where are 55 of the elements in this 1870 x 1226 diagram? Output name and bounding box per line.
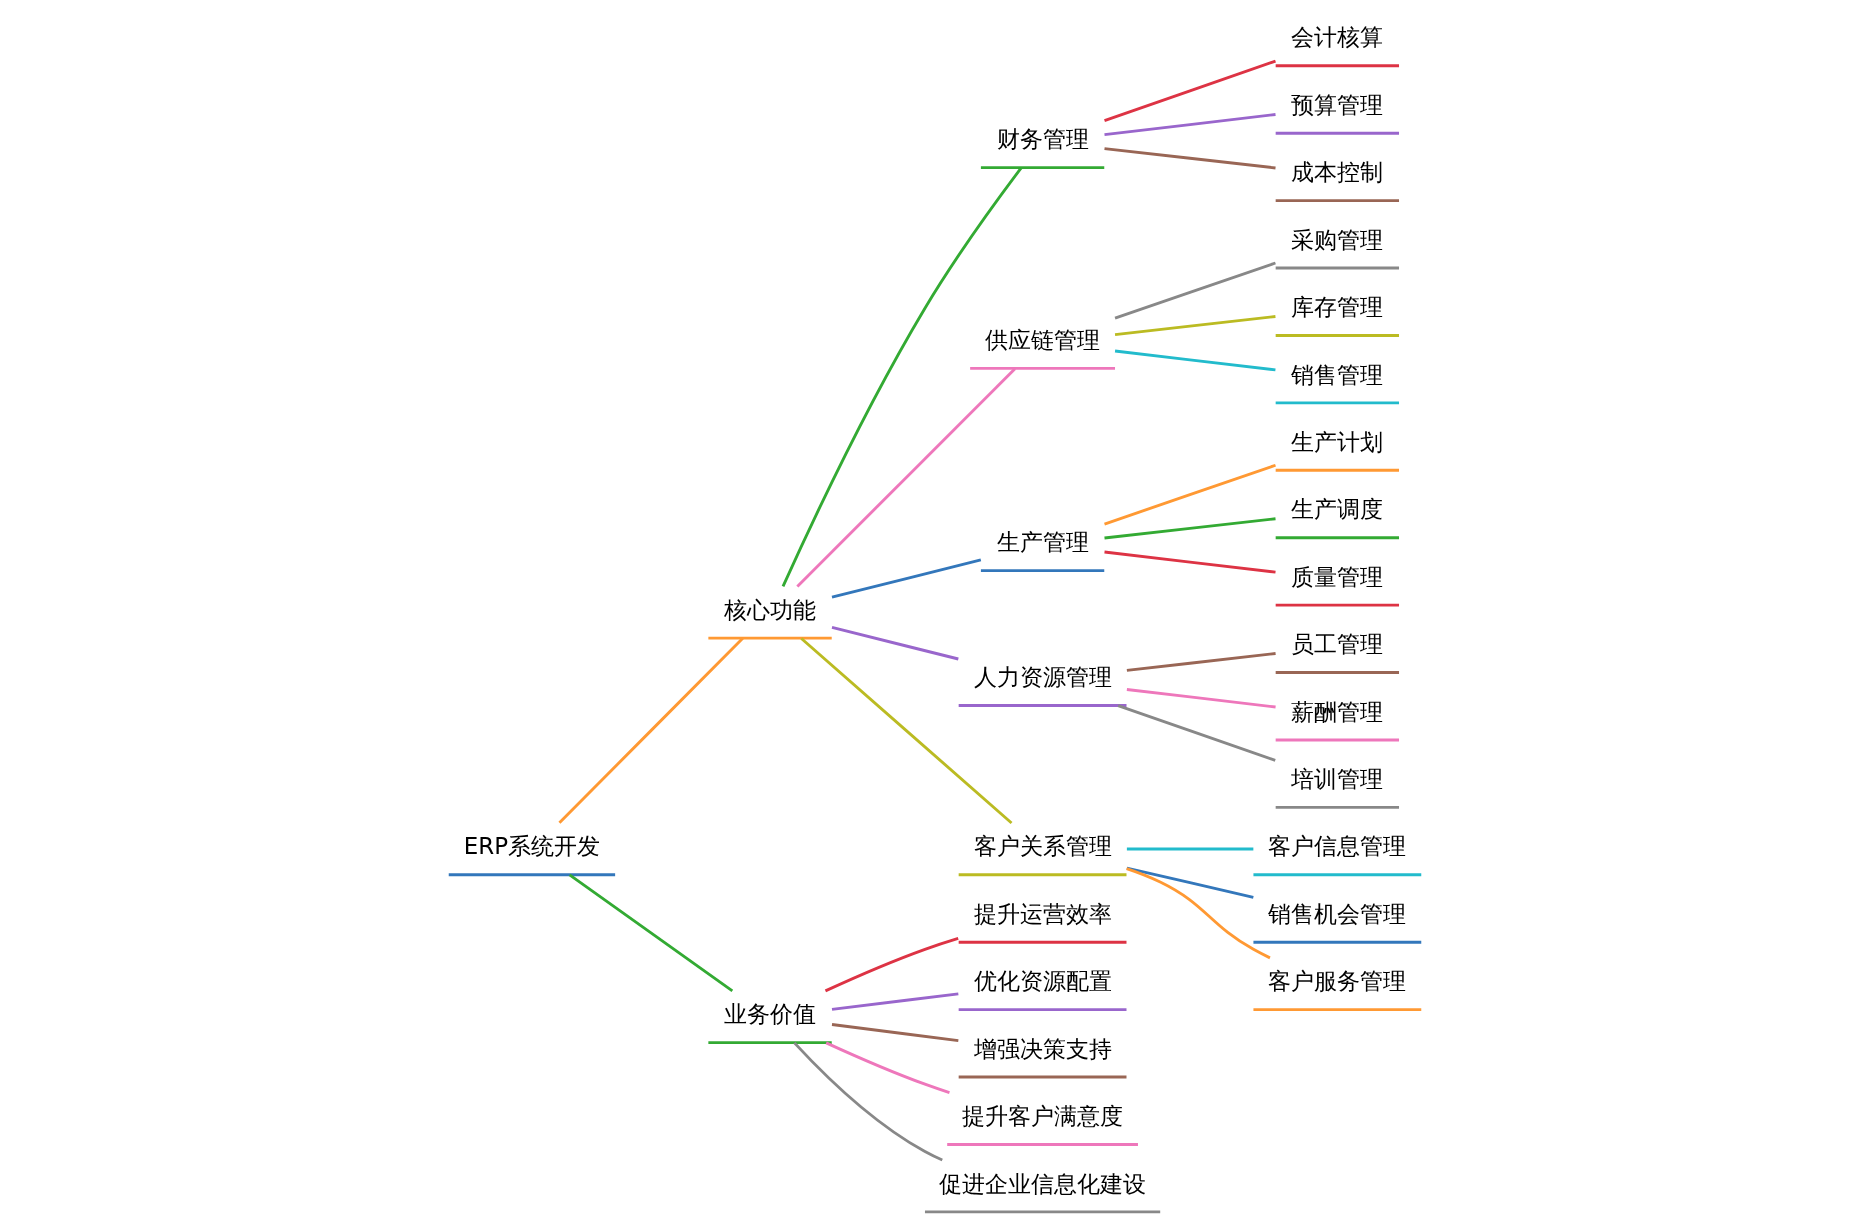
connector [1126, 652, 1276, 672]
node-text: 业务价值 [724, 1001, 817, 1028]
node-text: 核心功能 [724, 596, 817, 623]
connector [1117, 704, 1276, 762]
connector [831, 992, 959, 1011]
connector [1104, 550, 1276, 574]
node-text: 提升运营效率 [973, 900, 1112, 927]
connector [796, 367, 1016, 588]
node-text: 成本控制 [1291, 159, 1384, 186]
connector [793, 1041, 943, 1162]
node-text: 预算管理 [1291, 91, 1384, 118]
connector [825, 1041, 950, 1094]
node-text: 员工管理 [1291, 631, 1384, 658]
node-text: 采购管理 [1291, 226, 1384, 253]
node-text: 客户关系管理 [973, 833, 1112, 860]
node-text: 财务管理 [996, 126, 1089, 153]
connector [831, 626, 959, 661]
node-text: 客户服务管理 [1268, 968, 1407, 995]
node-text: 供应链管理 [985, 327, 1101, 354]
connector [1114, 315, 1276, 336]
node-text: 提升客户满意度 [962, 1103, 1124, 1130]
node-text: 销售管理 [1291, 361, 1384, 388]
connector [1104, 113, 1276, 137]
node-text: 促进企业信息化建设 [939, 1170, 1147, 1197]
connector [831, 1023, 959, 1043]
connector [568, 873, 734, 993]
node-text: 生产调度 [1291, 496, 1384, 523]
node-text: 生产管理 [996, 529, 1089, 556]
connector [1114, 261, 1276, 320]
connector [831, 558, 982, 599]
connector [1126, 867, 1271, 960]
node-text: 销售机会管理 [1268, 900, 1407, 927]
node-text: 优化资源配置 [973, 968, 1112, 995]
connector [1114, 349, 1276, 372]
node-text: 增强决策支持 [973, 1035, 1112, 1062]
node-text: 培训管理 [1291, 765, 1384, 792]
node-text: ERP系统开发 [463, 833, 601, 860]
connector [1126, 866, 1254, 899]
node-text: 质量管理 [1291, 563, 1384, 590]
node-text: 人力资源管理 [973, 664, 1112, 691]
connector [824, 937, 959, 993]
connector [558, 637, 744, 824]
connector [1104, 59, 1276, 123]
connector [1104, 463, 1276, 526]
node-text: 库存管理 [1291, 294, 1384, 321]
connector [1126, 847, 1254, 851]
connector [781, 167, 1023, 587]
node-text: 会计核算 [1291, 24, 1384, 51]
connector [1104, 517, 1276, 540]
connector [800, 637, 1013, 825]
node-text: 薪酬管理 [1291, 698, 1384, 725]
node-text: 客户信息管理 [1268, 833, 1407, 860]
connector [1126, 688, 1276, 709]
connector [1104, 147, 1276, 170]
node-text: 生产计划 [1291, 428, 1384, 455]
